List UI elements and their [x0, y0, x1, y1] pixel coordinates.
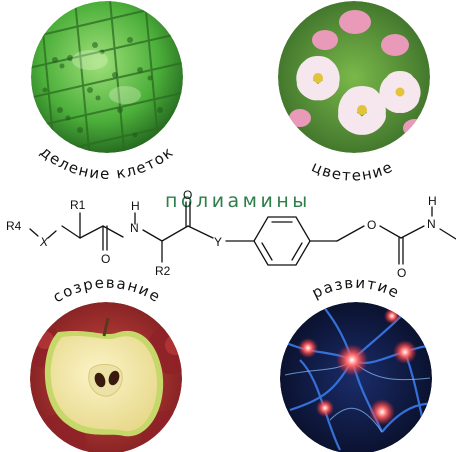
atom-h-right: H — [428, 194, 437, 208]
ripening-image — [30, 302, 182, 452]
atom-r4: R4 — [6, 219, 22, 233]
atom-x: X — [39, 235, 49, 249]
atom-n-right: N — [427, 217, 436, 231]
atom-r2: R2 — [155, 264, 171, 278]
flowering-image — [278, 1, 430, 153]
cell-division-image — [31, 1, 183, 153]
development-image — [280, 302, 432, 452]
atom-r1: R1 — [70, 198, 86, 212]
atom-h-left: H — [131, 199, 140, 213]
atom-o-bottom-1: O — [101, 252, 110, 266]
atom-o-top: O — [183, 188, 192, 202]
atom-y: Y — [214, 235, 222, 249]
label-development: развитие — [309, 274, 403, 302]
molecule-structure — [29, 201, 456, 266]
atom-n-left: N — [130, 221, 139, 235]
label-ripening: созревание — [50, 274, 165, 307]
atom-o-ether: O — [367, 218, 376, 232]
label-flowering: цветение — [309, 157, 396, 184]
diagram-title: полиамины — [165, 190, 311, 212]
atom-o-bottom-2: O — [397, 266, 406, 280]
